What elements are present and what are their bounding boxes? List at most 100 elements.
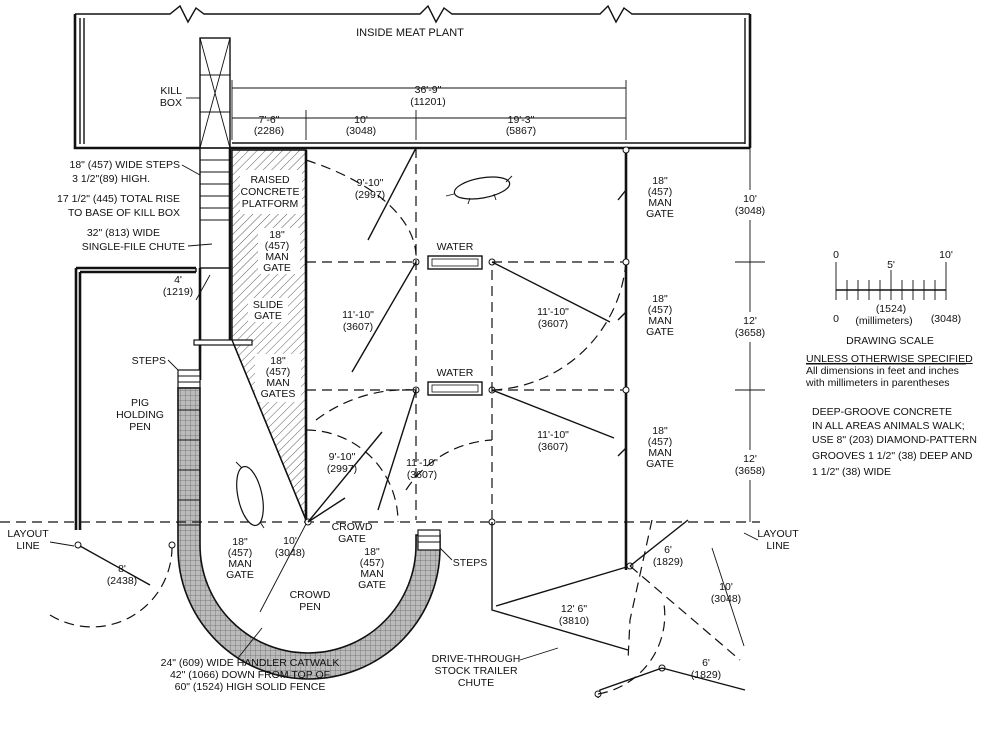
tg1-ft: 6' (664, 544, 672, 556)
gate-e-ft: 9'-10" (329, 451, 356, 463)
scale-mm-1524: (1524) (876, 303, 906, 315)
tside-mm: (3048) (711, 593, 741, 605)
pen-gate-ft: 8' (118, 563, 126, 575)
gate-f-mm: (3607) (407, 469, 437, 481)
pen-gates: 9'-10" (2997) 11'-10" (3607) WATER 11'-1… (305, 147, 627, 522)
chute-gap-mm: (1219) (163, 286, 193, 298)
left-notes: 18" (457) WIDE STEPS 3 1/2"(89) HIGH. 17… (57, 159, 213, 433)
right3-ft: 12' (743, 453, 757, 465)
slide-gate-label-1: SLIDE (253, 299, 283, 311)
scale-tick-5: 5' (887, 259, 895, 271)
steps-note-4: TO BASE OF KILL BOX (68, 207, 180, 219)
trailer-mm: (3810) (559, 615, 589, 627)
man-gate-cw1-l2: (457) (228, 547, 253, 559)
meat-plant-building: INSIDE MEAT PLANT (73, 4, 752, 150)
man-gates-l4: GATES (261, 388, 296, 400)
rmg3-l4: GATE (646, 458, 674, 470)
crowd-gate-l1: CROWD (332, 521, 373, 533)
catwalk-l2: 42" (1066) DOWN FROM TOP OF (170, 669, 330, 681)
water-label-2: WATER (437, 367, 474, 379)
gate-f-ft: 11'-10" (406, 457, 438, 469)
gate-d-mm: (3607) (538, 441, 568, 453)
gate-a-ft: 9'-10" (357, 177, 384, 189)
gate-b-ft: 11'-10" (342, 309, 374, 321)
concrete-1: DEEP-GROOVE CONCRETE (812, 406, 952, 418)
water-trough-1 (427, 255, 483, 270)
tg1-mm: (1829) (653, 556, 683, 568)
man-gates-l1: 18" (270, 355, 286, 367)
catwalk-l3: 60" (1524) HIGH SOLID FENCE (175, 681, 326, 693)
concrete-3: USE 8" (203) DIAMOND-PATTERN (812, 434, 977, 446)
man-gate-cw2-l4: GATE (358, 579, 386, 591)
layout-line: LAYOUT LINE LAYOUT LINE (0, 521, 799, 552)
catwalk-l1: 24" (609) WIDE HANDLER CATWALK (161, 657, 340, 669)
trailer-chute-l2: STOCK TRAILER (434, 665, 517, 677)
single-file-chute (74, 148, 232, 530)
steps-left (177, 369, 201, 389)
dim-seg3-ft: 19'-3" (508, 114, 535, 126)
dim-seg2-mm: (3048) (346, 125, 376, 137)
rmg2-l3: MAN (648, 315, 671, 327)
kill-box-label-1: KILL (160, 85, 182, 97)
dim-total-mm: (11201) (410, 96, 445, 108)
holding-pen-l2: HOLDING (116, 409, 164, 421)
gate-b-mm: (3607) (343, 321, 373, 333)
man-gate-cw1-l4: GATE (226, 569, 254, 581)
spec-heading: UNLESS OTHERWISE SPECIFIED (806, 353, 973, 365)
steps-right-label: STEPS (453, 557, 487, 569)
water-trough-2 (427, 381, 483, 396)
pen-gate-left: 8' (2438) (49, 541, 176, 628)
platform-label-1: RAISED (250, 174, 290, 186)
trailer-chute-l1: DRIVE-THROUGH (432, 653, 521, 665)
dim-seg2-ft: 10' (354, 114, 368, 126)
steps-note-3: 17 1/2" (445) TOTAL RISE (57, 193, 180, 205)
man-gate-1-l2: (457) (265, 240, 290, 252)
drawing-scale: 0 5' 10' 0 (1524) (3048) (millimeters) D… (833, 249, 961, 347)
rmg2-l4: GATE (646, 326, 674, 338)
layout-right-2: LINE (766, 540, 789, 552)
man-gate-1-l1: 18" (269, 229, 285, 241)
scale-mm-0: 0 (833, 313, 839, 325)
concrete-5: 1 1/2" (38) WIDE (812, 466, 891, 478)
rmg1-l4: GATE (646, 208, 674, 220)
right2-ft: 12' (743, 315, 757, 327)
tside-ft: 10' (719, 581, 733, 593)
steps-note-2: 3 1/2"(89) HIGH. (72, 173, 150, 185)
rmg2-l2: (457) (648, 304, 673, 316)
gate-d-ft: 11'-10" (537, 429, 569, 441)
rmg1-l3: MAN (648, 197, 671, 209)
trailer-chute-l3: CHUTE (458, 677, 494, 689)
spec-line-2: with millimeters in parentheses (805, 377, 950, 389)
man-gate-cw2-l2: (457) (360, 557, 385, 569)
right3-mm: (3658) (735, 465, 765, 477)
man-gate-cw1-l1: 18" (232, 536, 248, 548)
man-gate-cw2-l3: MAN (360, 568, 383, 580)
crowd-pen-l1: CROWD (290, 589, 331, 601)
tg2-mm: (1829) (691, 669, 721, 681)
steps-right (417, 529, 441, 551)
man-gate-cw1-l3: MAN (228, 558, 251, 570)
slide-gate-label-2: GATE (254, 310, 282, 322)
rmg3-l1: 18" (652, 425, 668, 437)
rmg3-l2: (457) (648, 436, 673, 448)
gate-a-mm: (2997) (355, 189, 385, 201)
scale-title: DRAWING SCALE (846, 335, 934, 347)
scale-units: (millimeters) (855, 315, 912, 327)
dim-total-ft: 36'-9" (415, 84, 442, 96)
dim-seg1-mm: (2286) (254, 125, 284, 137)
man-gates-l3: MAN (266, 377, 289, 389)
platform-label-2: CONCRETE (241, 186, 300, 198)
catwalk-note: 24" (609) WIDE HANDLER CATWALK 42" (1066… (161, 627, 340, 693)
man-gate-1-l3: MAN (265, 251, 288, 263)
man-gate-1-l4: GATE (263, 262, 291, 274)
layout-right-1: LAYOUT (757, 528, 799, 540)
kill-box-label-2: BOX (160, 97, 182, 109)
kill-box-steps (199, 147, 231, 269)
pig-figure-2 (235, 461, 265, 529)
layout-left-2: LINE (16, 540, 39, 552)
right-fence: 18" (457) MAN GATE 18" (457) MAN GATE 18… (617, 146, 674, 570)
holding-pen-l1: PIG (131, 397, 149, 409)
scale-tick-0: 0 (833, 249, 839, 261)
crowd-radius-mm: (3048) (275, 547, 305, 559)
plant-label: INSIDE MEAT PLANT (356, 27, 464, 39)
